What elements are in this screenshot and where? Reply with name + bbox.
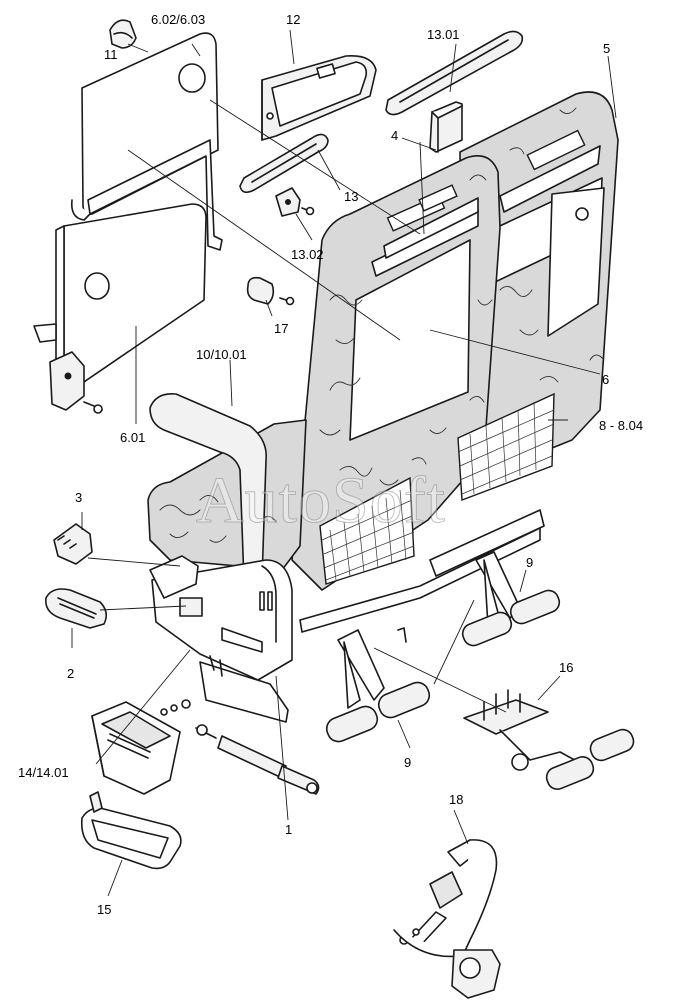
seatback-table-6 <box>547 187 605 337</box>
grab-rail-13-01 <box>385 30 524 116</box>
callout-13: 13 <box>344 189 359 204</box>
seat-back-left <box>291 107 605 591</box>
pedal-pad-2 <box>44 588 108 629</box>
callout-16: 16 <box>559 660 574 675</box>
callout-13-01: 13.01 <box>427 27 460 42</box>
leader-lines <box>71 29 617 897</box>
seat-side-housing <box>151 559 293 681</box>
callout-11: 11 <box>104 47 118 62</box>
seat-frame <box>299 509 545 633</box>
callout-5: 5 <box>603 41 611 56</box>
callout-2: 2 <box>67 666 75 681</box>
grab-rail-13 <box>239 133 329 194</box>
callout-10-10-01: 10/10.01 <box>196 347 247 362</box>
watermark: AutoSoft <box>195 464 447 537</box>
pedestal-leg-right <box>461 551 561 647</box>
callout-6: 6 <box>602 372 610 387</box>
callout-9-bottom: 9 <box>404 755 412 770</box>
tray-table-back-panel <box>70 32 223 251</box>
gas-spring-1 <box>195 724 320 795</box>
callout-6-01: 6.01 <box>120 430 146 445</box>
callout-8-8-04: 8 - 8.04 <box>599 418 644 433</box>
callout-15: 15 <box>97 902 112 917</box>
magazine-net-8 <box>319 392 555 585</box>
floor-bracket-16 <box>463 689 635 790</box>
pedestal-leg-front <box>325 627 431 743</box>
pad-17 <box>246 276 295 306</box>
callout-18: 18 <box>449 792 464 807</box>
callout-9-right: 9 <box>526 555 534 570</box>
armrest-control <box>149 555 203 617</box>
cup-holder-4 <box>429 101 463 153</box>
frame-15 <box>80 791 182 870</box>
callout-17: 17 <box>274 321 289 336</box>
handle-assembly-12 <box>261 54 377 141</box>
seat-belt-18 <box>393 839 501 999</box>
clip-13-02 <box>275 187 315 217</box>
callout-13-02: 13.02 <box>291 247 324 262</box>
mounting-plate <box>160 655 289 723</box>
coat-hook-11 <box>109 19 137 49</box>
recline-lever-3 <box>53 523 93 565</box>
callout-12: 12 <box>286 12 301 27</box>
callout-3: 3 <box>75 490 83 505</box>
callout-4: 4 <box>391 128 399 143</box>
callout-6-02-6-03: 6.02/6.03 <box>151 12 206 27</box>
callout-14-14-01: 14/14.01 <box>18 765 69 780</box>
callout-1: 1 <box>285 822 293 837</box>
tray-table-6-01 <box>33 203 207 414</box>
waste-bin-14 <box>91 701 181 795</box>
